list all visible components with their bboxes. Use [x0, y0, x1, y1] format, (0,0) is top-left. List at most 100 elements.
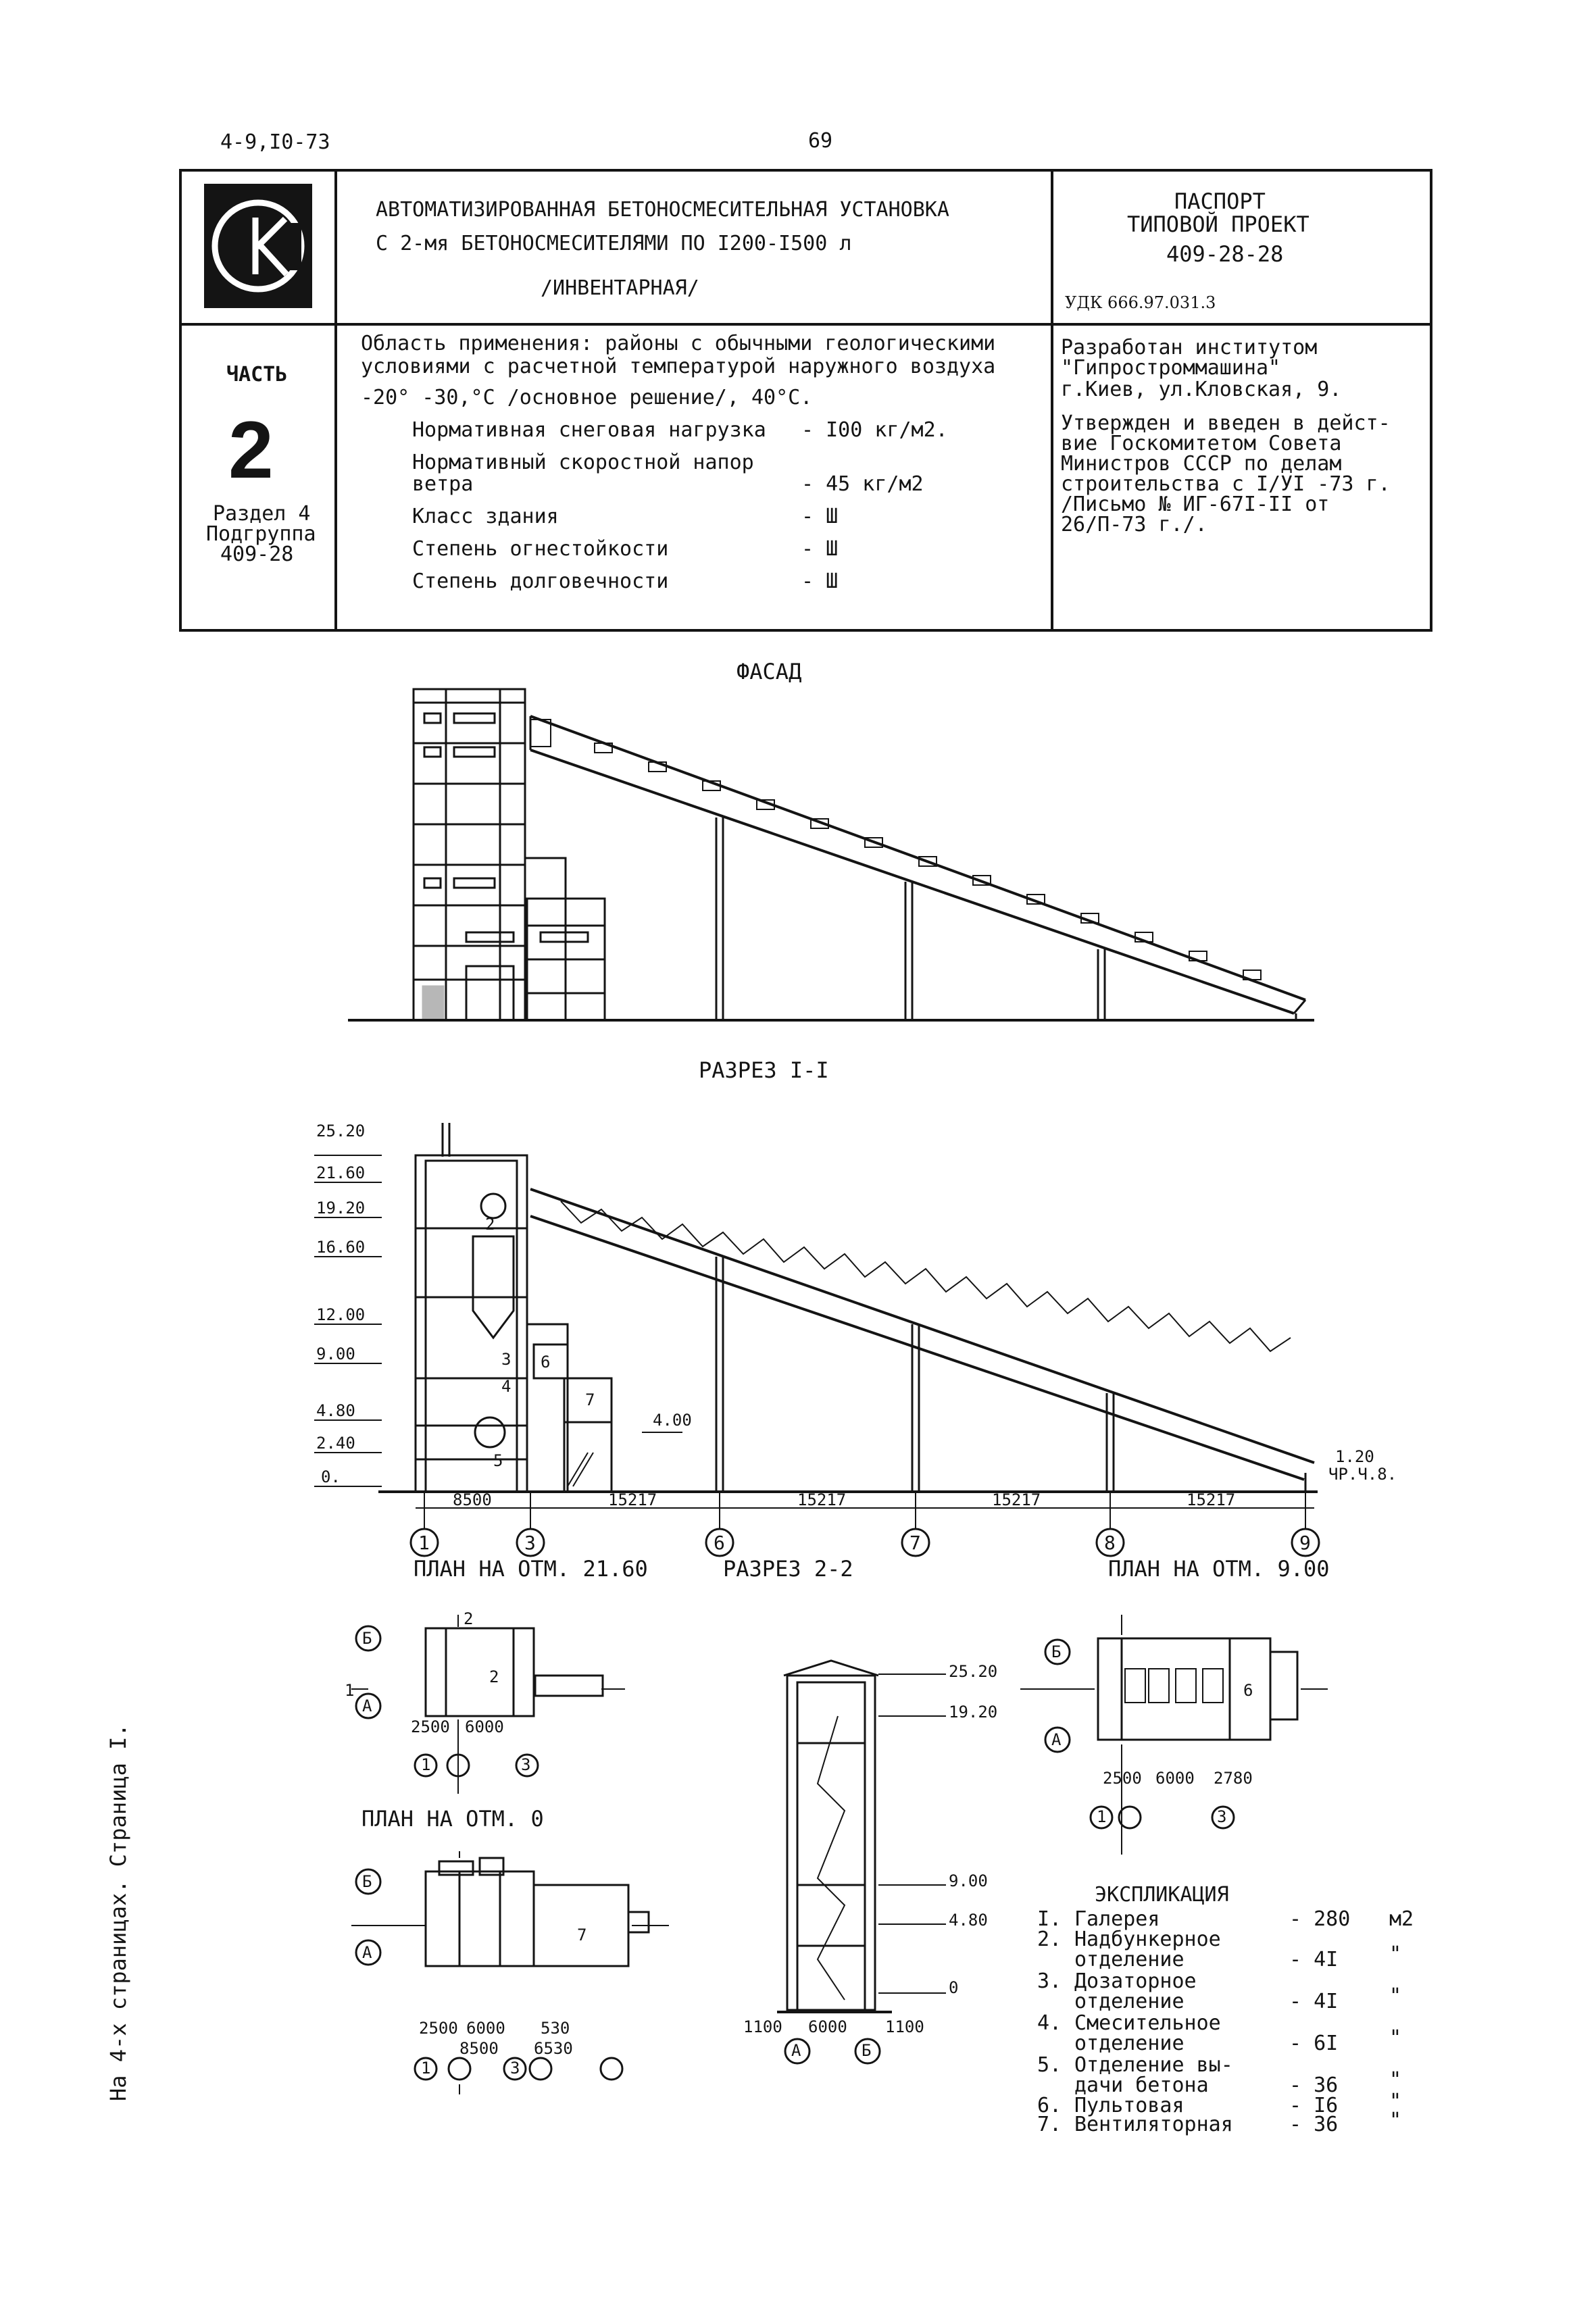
expl-6-value: - I6 [1289, 2094, 1339, 2117]
param-snow-label: Нормативная снеговая нагрузка [412, 418, 766, 442]
param-snow-value: - I00 кг/м2. [801, 418, 948, 442]
room-7: 7 [585, 1390, 595, 1409]
room-3: 3 [501, 1350, 512, 1369]
sec2-dim-6000: 6000 [808, 2017, 847, 2036]
side-note: На 4-х страницах. Страница I. [105, 1724, 131, 2101]
sec2-elev-1920: 19.20 [949, 1703, 998, 1721]
axis-3: 3 [524, 1532, 536, 1554]
elev-2520: 25.20 [316, 1122, 366, 1140]
expl-4-name: Смесительное [1074, 2011, 1221, 2035]
title-line-3: /ИНВЕНТАРНАЯ/ [541, 276, 699, 300]
developer-line-2: "Гипростроммашина" [1061, 356, 1281, 380]
plan0-dim-530: 530 [541, 2019, 570, 2038]
room-2: 2 [485, 1215, 495, 1234]
approval-line-5: /Письмо № ИГ-67I-II от [1061, 493, 1330, 516]
developer-line-3: г.Киев, ул.Кловская, 9. [1061, 378, 1342, 401]
expl-3-value: - 4I [1289, 1990, 1339, 2013]
elev-120: 1.20 [1335, 1447, 1374, 1466]
expl-7-name: Вентиляторная [1074, 2113, 1233, 2136]
sec2-dim-1100-l: 1100 [743, 2017, 782, 2036]
dim-15217-d: 15217 [1187, 1490, 1236, 1509]
area-line-3: -20° -30,°С /основное решение/, 40°С. [361, 386, 813, 409]
approval-line-3: Министров СССР по делам [1061, 452, 1342, 476]
sec2-dim-1100-r: 1100 [885, 2017, 924, 2036]
room-4: 4 [501, 1377, 512, 1396]
param-fire-value: - Ш [801, 537, 839, 561]
approval-line-4: строительства с I/УI -73 г. [1061, 472, 1391, 496]
axis-9: 9 [1299, 1532, 1311, 1554]
dim-15217-c: 15217 [992, 1490, 1041, 1509]
elev-900: 9.00 [316, 1344, 355, 1363]
udk: УДК 666.97.031.3 [1065, 293, 1216, 312]
expl-5-name: Отделение вы- [1074, 2053, 1233, 2077]
elev-end-2: ЧР.Ч.8. [1328, 1465, 1397, 1484]
plan-9-title: ПЛАН НА ОТМ. 9.00 [1108, 1556, 1330, 1582]
plan21-axis-a: А [362, 1696, 372, 1715]
plan0-dim-6530: 6530 [534, 2039, 573, 2058]
room-6: 6 [541, 1353, 551, 1372]
plan9-dim-6000: 6000 [1155, 1769, 1195, 1788]
plan9-dim-2500: 2500 [1103, 1769, 1142, 1788]
plan0-room-7: 7 [577, 1926, 587, 1944]
plan9-axis-1: 1 [1097, 1807, 1107, 1826]
plan21-cut-2: 2 [464, 1609, 474, 1628]
expl-4-unit: " [1389, 2026, 1402, 2050]
doc-code: 4-9,I0-73 [220, 130, 330, 154]
area-line-1: Область применения: районы с обычными ге… [361, 332, 996, 355]
expl-2-name: Надбункерное [1074, 1928, 1221, 1951]
plan0-axis-1: 1 [421, 2059, 431, 2078]
dim-15217-b: 15217 [797, 1490, 847, 1509]
plan0-axis-3: 3 [510, 2059, 520, 2078]
expl-7-unit: " [1389, 2109, 1402, 2132]
plan0-axis-a: А [362, 1943, 372, 1962]
param-durability-label: Степень долговечности [412, 570, 669, 593]
section-1-title: РАЗРЕЗ I-I [699, 1057, 829, 1083]
plan9-room-6: 6 [1243, 1681, 1253, 1700]
expl-2-name2: отделение [1074, 1948, 1184, 1971]
expl-1-name: Галерея [1074, 1907, 1160, 1931]
room-5: 5 [493, 1451, 503, 1470]
expl-7-value: - 36 [1289, 2113, 1339, 2136]
param-class-value: - Ш [801, 505, 839, 528]
sec2-elev-480: 4.80 [949, 1911, 988, 1930]
elev-1660: 16.60 [316, 1238, 366, 1257]
plan-21-title: ПЛАН НА ОТМ. 21.60 [414, 1556, 648, 1582]
plan21-room-2: 2 [489, 1667, 499, 1686]
passport-line-2: ТИПОВОЙ ПРОЕКТ [1127, 211, 1310, 237]
plan21-dim-6000: 6000 [465, 1717, 504, 1736]
page-number: 69 [808, 129, 833, 153]
expl-6-unit: " [1389, 2090, 1402, 2113]
plan9-axis-a: А [1051, 1730, 1062, 1749]
plan21-axis-b: Б [362, 1629, 372, 1648]
plan0-dim-2500: 2500 [419, 2019, 458, 2038]
passport-line-1: ПАСПОРТ [1174, 188, 1266, 214]
facade-title: ФАСАД [737, 659, 802, 684]
plan21-dim-2500: 2500 [411, 1717, 450, 1736]
elev-480: 4.80 [316, 1401, 355, 1420]
explication-title: ЭКСПЛИКАЦИЯ [1095, 1883, 1229, 1907]
title-line-1: АВТОМАТИЗИРОВАННАЯ БЕТОНОСМЕСИТЕЛЬНАЯ УС… [376, 198, 949, 222]
section: Раздел 4 [213, 502, 311, 526]
title-line-2: С 2-мя БЕТОНОСМЕСИТЕЛЯМИ ПО I200-I500 л [376, 232, 852, 255]
dim-15217-a: 15217 [608, 1490, 657, 1509]
subgroup: Подгруппа [206, 522, 316, 546]
title-block-frame [179, 169, 1432, 632]
part-number: 2 [228, 405, 274, 495]
expl-1-num: I. [1037, 1907, 1062, 1931]
expl-2-num: 2. [1037, 1928, 1062, 1951]
plan21-axis-3: 3 [521, 1755, 531, 1774]
expl-4-value: - 6I [1289, 2032, 1339, 2055]
param-class-label: Класс здания [412, 505, 559, 528]
expl-1-unit: м2 [1389, 1907, 1414, 1931]
expl-3-name: Дозаторное [1074, 1969, 1197, 1993]
expl-3-unit: " [1389, 1984, 1402, 2008]
expl-3-num: 3. [1037, 1969, 1062, 1993]
expl-6-num: 6. [1037, 2094, 1062, 2117]
expl-2-value: - 4I [1289, 1948, 1339, 1971]
param-wind-value: - 45 кг/м2 [801, 472, 924, 496]
param-fire-label: Степень огнестойкости [412, 537, 669, 561]
elev-1920: 19.20 [316, 1199, 366, 1217]
logo-icon [211, 199, 305, 293]
